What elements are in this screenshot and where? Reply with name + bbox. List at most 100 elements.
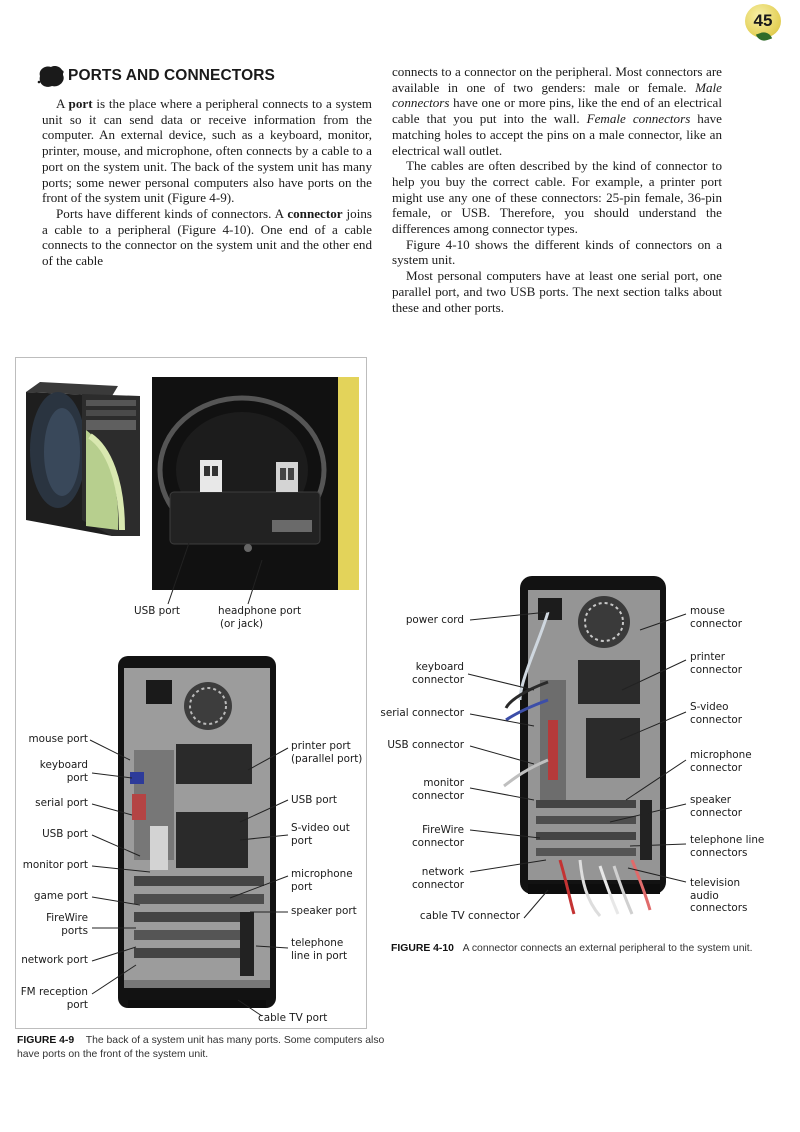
- label-usb-port-top: USB port: [134, 605, 180, 617]
- callout-line: S-video: [690, 701, 729, 713]
- callout-line: audio: [690, 889, 719, 902]
- callout-line: connector: [690, 713, 743, 726]
- callout-line: FM reception: [20, 986, 88, 998]
- page-number: 45: [753, 11, 773, 30]
- callout-line: telephone: [291, 937, 344, 949]
- callout-line: ports: [61, 924, 88, 937]
- ink-blot-icon: [37, 65, 64, 87]
- figure-4-9-caption-text: The back of a system unit has many ports…: [17, 1035, 385, 1060]
- paragraph: Figure 4-10 shows the different kinds of…: [392, 237, 722, 268]
- rear-tower-image: [118, 656, 276, 1008]
- callout-line: USB connector: [387, 739, 464, 751]
- callout-line: printer: [690, 651, 726, 663]
- paragraph: Ports have different kinds of connectors…: [42, 206, 372, 269]
- bold-term: port: [68, 96, 93, 111]
- label-headphone-port: headphone port: [218, 605, 302, 617]
- callout-line: keyboard: [415, 661, 464, 673]
- callout-line: connector: [411, 673, 464, 686]
- callout-line: serial connector: [380, 707, 464, 719]
- section-heading: PORTS AND CONNECTORS: [36, 62, 275, 90]
- callout-label: speaker port: [291, 905, 357, 918]
- callout-label: USB port: [42, 828, 88, 841]
- callout-line: cable TV connector: [419, 910, 520, 922]
- callout-line: connector: [411, 878, 464, 891]
- text-run: have one or more pins, like the end of a…: [392, 95, 722, 127]
- callout-label: cable TV connector: [420, 910, 520, 923]
- callout-line: speaker port: [291, 905, 357, 917]
- callout-line: network: [421, 866, 464, 878]
- figure-4-10-tower-image: [520, 576, 666, 894]
- callout-line: mouse port: [28, 733, 88, 745]
- callout-line: FireWire: [46, 912, 88, 924]
- callout-line: microphone: [690, 749, 752, 761]
- callout-line: keyboard: [39, 759, 88, 771]
- callout-line: television: [690, 877, 741, 889]
- front-ports-closeup-image: [152, 377, 359, 590]
- callout-line: serial port: [35, 797, 88, 809]
- callout-label: cable TV port: [258, 1012, 327, 1025]
- text-run: Most personal computers have at least on…: [392, 268, 722, 315]
- paragraph: A port is the place where a peripheral c…: [42, 96, 372, 206]
- callout-line: port: [291, 880, 313, 893]
- figure-4-10-leader-lines: [467, 611, 687, 919]
- figure-4-9-leader-lines: [89, 539, 289, 1017]
- callout-line: connectors: [690, 902, 748, 914]
- callout-label: USB connector: [387, 739, 464, 752]
- figure-4-9-caption-label: FIGURE 4-9: [17, 1035, 75, 1046]
- figure-4-9: [15, 357, 367, 1029]
- paragraph: connects to a connector on the periphera…: [392, 64, 722, 158]
- figure-4-10-caption-text: A connector connects an external periphe…: [462, 943, 753, 954]
- callout-line: USB port: [42, 828, 88, 840]
- callout-line: port: [66, 771, 88, 784]
- text-run: have matching holes to accept the pins o…: [392, 111, 722, 158]
- text-run: Figure 4-10 shows the different kinds of…: [392, 236, 722, 268]
- callout-line: monitor port: [22, 859, 88, 871]
- text-run: connects to a connector on the periphera…: [392, 64, 722, 95]
- figure-4-10-caption: FIGURE 4-10 A connector connects an exte…: [391, 942, 771, 956]
- callout-line: FireWire: [422, 824, 464, 836]
- callout-line: power cord: [405, 614, 464, 626]
- callout-line: connector: [411, 836, 464, 849]
- callout-label: serial port: [35, 797, 88, 810]
- text-run: A: [56, 96, 69, 111]
- callout-line: connector: [690, 663, 743, 676]
- right-text-column: connects to a connector on the periphera…: [392, 64, 722, 315]
- callout-line: mouse: [690, 605, 725, 617]
- figure-4-10-caption-label: FIGURE 4-10: [391, 943, 454, 954]
- callout-line: line in port: [291, 949, 348, 962]
- italic-term: Female connectors: [586, 111, 691, 127]
- callout-line: monitor: [423, 777, 464, 789]
- callout-line: S-video out: [291, 822, 350, 834]
- callout-label: mouse port: [29, 733, 88, 746]
- callout-line: connector: [690, 617, 743, 630]
- callout-line: speaker: [690, 794, 732, 806]
- figure-4-9-caption: FIGURE 4-9 The back of a system unit has…: [17, 1034, 397, 1061]
- left-text-column: A port is the place where a peripheral c…: [42, 96, 372, 269]
- bold-term: connector: [287, 205, 343, 221]
- text-run: is the place where a peripheral connects…: [42, 96, 372, 206]
- text-run: The cables are often described by the ki…: [392, 158, 722, 237]
- callout-line: game port: [33, 890, 88, 902]
- callout-line: port: [66, 998, 88, 1011]
- callout-line: connectors: [690, 846, 748, 859]
- callout-label: USB port: [291, 794, 337, 807]
- callout-label: serial connector: [380, 707, 464, 720]
- italic-term: Male connectors: [392, 79, 722, 111]
- callout-line: printer port: [291, 740, 351, 752]
- callout-line: USB port: [291, 794, 337, 806]
